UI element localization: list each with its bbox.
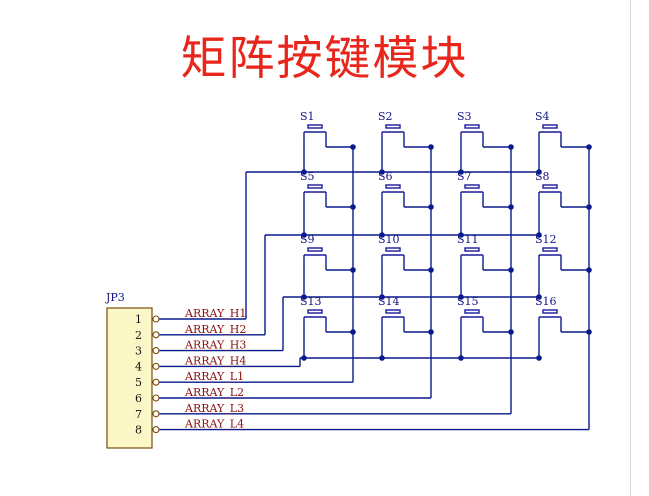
switch-plunger — [307, 247, 323, 252]
junction-dot — [586, 329, 592, 335]
connector-body — [106, 307, 153, 449]
junction-dot — [301, 169, 307, 175]
junction-dot — [458, 232, 464, 238]
junction-dot — [586, 267, 592, 273]
junction-dot — [428, 267, 434, 273]
switch-plunger — [307, 309, 323, 314]
junction-dot — [350, 267, 356, 273]
junction-dot — [508, 204, 514, 210]
net-label: ARRAY_L3 — [184, 402, 244, 415]
switch-plunger — [542, 309, 558, 314]
switch-plunger — [542, 124, 558, 129]
junction-dot — [586, 204, 592, 210]
pin-terminal — [152, 378, 160, 386]
junction-dot — [458, 169, 464, 175]
net-label: ARRAY_L4 — [184, 418, 244, 431]
pin-terminal — [152, 362, 160, 370]
switch-label: S3 — [457, 110, 472, 123]
net-label: ARRAY_H1 — [184, 307, 246, 320]
junction-dot — [379, 355, 385, 361]
junction-dot — [301, 232, 307, 238]
junction-dot — [379, 169, 385, 175]
switch-plunger — [385, 247, 401, 252]
pin-terminal — [152, 426, 160, 434]
switch-plunger — [385, 124, 401, 129]
switch-label: S2 — [378, 110, 393, 123]
junction-dot — [536, 355, 542, 361]
junction-dot — [428, 329, 434, 335]
junction-dot — [536, 169, 542, 175]
pin-terminal — [152, 315, 160, 323]
net-label: ARRAY_L2 — [184, 386, 244, 399]
pin-number: 6 — [135, 392, 142, 405]
junction-dot — [350, 329, 356, 335]
junction-dot — [508, 329, 514, 335]
pin-terminal — [152, 394, 160, 402]
switch-plunger — [542, 247, 558, 252]
pin-number: 5 — [135, 376, 142, 389]
switch-plunger — [464, 309, 480, 314]
page-title: 矩阵按键模块 — [180, 31, 469, 85]
switch-label: S4 — [535, 110, 550, 123]
junction-dot — [536, 294, 542, 300]
connector-ref: JP3 — [105, 291, 125, 304]
junction-dot — [458, 294, 464, 300]
switch-plunger — [307, 184, 323, 189]
connector-jp3: JP3 1 ARRAY_H1 2 ARRAY_H2 3 ARRAY_H3 4 ARRAY_H4… — [105, 291, 246, 449]
junction-dot — [508, 267, 514, 273]
net-label: ARRAY_H3 — [184, 339, 246, 352]
junction-dot — [379, 294, 385, 300]
pin-number: 4 — [135, 360, 142, 373]
switch-label: S1 — [300, 110, 315, 123]
switch-plunger — [542, 184, 558, 189]
wires — [159, 137, 590, 431]
net-label: ARRAY_H2 — [184, 323, 246, 336]
pin-terminal — [152, 347, 160, 355]
page-edge — [630, 0, 631, 496]
net-label: ARRAY_H4 — [184, 354, 246, 367]
switch-plunger — [385, 309, 401, 314]
pin-number: 3 — [135, 345, 142, 358]
junction-dot — [301, 294, 307, 300]
junction-dot — [586, 144, 592, 150]
junction-dot — [508, 144, 514, 150]
junction-dots — [301, 144, 592, 361]
junction-dot — [536, 232, 542, 238]
pin-number: 1 — [135, 313, 142, 326]
net-label: ARRAY_L1 — [184, 370, 244, 383]
junction-dot — [428, 204, 434, 210]
switch-plunger — [464, 124, 480, 129]
pin-terminal — [152, 331, 160, 339]
pin-number: 7 — [135, 408, 142, 421]
switch-plunger — [307, 124, 323, 129]
junction-dot — [428, 144, 434, 150]
pin-number: 8 — [135, 424, 142, 437]
switch-plunger — [385, 184, 401, 189]
switch-plunger — [464, 247, 480, 252]
switch-plunger — [464, 184, 480, 189]
junction-dot — [379, 232, 385, 238]
pin-terminal — [152, 410, 160, 418]
junction-dot — [458, 355, 464, 361]
pin-number: 2 — [135, 329, 142, 342]
junction-dot — [350, 144, 356, 150]
junction-dot — [301, 355, 307, 361]
junction-dot — [350, 204, 356, 210]
